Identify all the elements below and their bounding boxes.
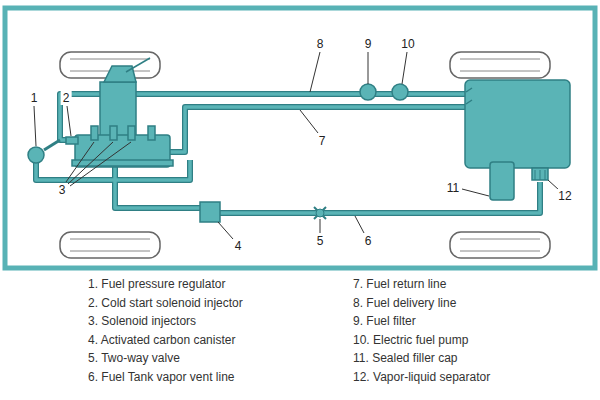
leader-lines [34,52,559,239]
callout-number: 1 [29,91,40,105]
fuel-tank [465,80,570,168]
callout-number: 9 [363,37,374,51]
wheel [450,52,550,78]
key-text: 7. Fuel return line [353,277,446,292]
intake-manifold [66,66,173,167]
wheel [450,232,550,258]
callout-number: 8 [315,37,326,51]
callout-number: 10 [399,37,416,51]
two-way-valve [314,207,326,219]
callout-number: 12 [556,189,573,203]
regulator-pipe [44,140,60,150]
chassis-frame [5,8,595,268]
key-text: 3. Solenoid injectors [88,314,196,329]
fuel-pump [392,84,408,100]
carbon-canister [200,202,220,222]
key-text: 10. Electric fuel pump [353,333,468,348]
key-text: 12. Vapor-liquid separator [353,370,490,385]
key-text: 6. Fuel Tank vapor vent line [88,370,235,385]
key-text: 4. Activated carbon canister [88,333,235,348]
callout-number: 7 [317,134,328,148]
key-text: 2. Cold start solenoid injector [88,296,243,311]
pressure-regulator [28,147,44,163]
wheel [60,232,160,258]
callout-number: 3 [57,183,68,197]
key-text: 1. Fuel pressure regulator [88,277,225,292]
filler-neck [490,162,514,200]
key-text: 9. Fuel filter [353,314,416,329]
cold-start-injector [66,137,78,144]
key-text: 11. Sealed filler cap [353,351,458,366]
callout-number: 6 [363,234,374,248]
callout-number: 2 [61,91,72,105]
key-text: 8. Fuel delivery line [353,296,456,311]
separator [532,168,548,180]
callout-number: 5 [315,234,326,248]
key-text: 5. Two-way valve [88,351,180,366]
fuel-filter [360,84,376,100]
callout-number: 4 [233,239,244,253]
callout-number: 11 [445,181,461,195]
